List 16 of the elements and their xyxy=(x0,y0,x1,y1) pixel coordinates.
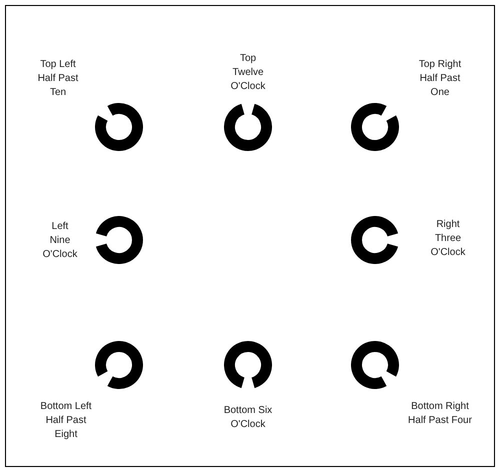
ring-caption: Left Nine O'Clock xyxy=(42,220,78,262)
ring-symbol xyxy=(224,341,272,389)
ring-caption: Bottom Six O'Clock xyxy=(223,404,273,432)
ring-symbol xyxy=(95,103,143,151)
ring-caption: Bottom Left Half Past Eight xyxy=(39,400,93,442)
ring-caption: Bottom Right Half Past Four xyxy=(407,400,473,428)
ring-symbol xyxy=(351,216,399,264)
ring-caption: Top Right Half Past One xyxy=(418,58,462,100)
ring-symbol xyxy=(351,103,399,151)
ring-symbol xyxy=(95,341,143,389)
ring-caption: Top Twelve O'Clock xyxy=(230,52,266,94)
ring-caption: Top Left Half Past Ten xyxy=(36,58,80,100)
ring-symbol xyxy=(95,216,143,264)
ring-symbol xyxy=(351,341,399,389)
ring-caption: Right Three O'Clock xyxy=(430,218,466,260)
ring-symbol xyxy=(224,103,272,151)
